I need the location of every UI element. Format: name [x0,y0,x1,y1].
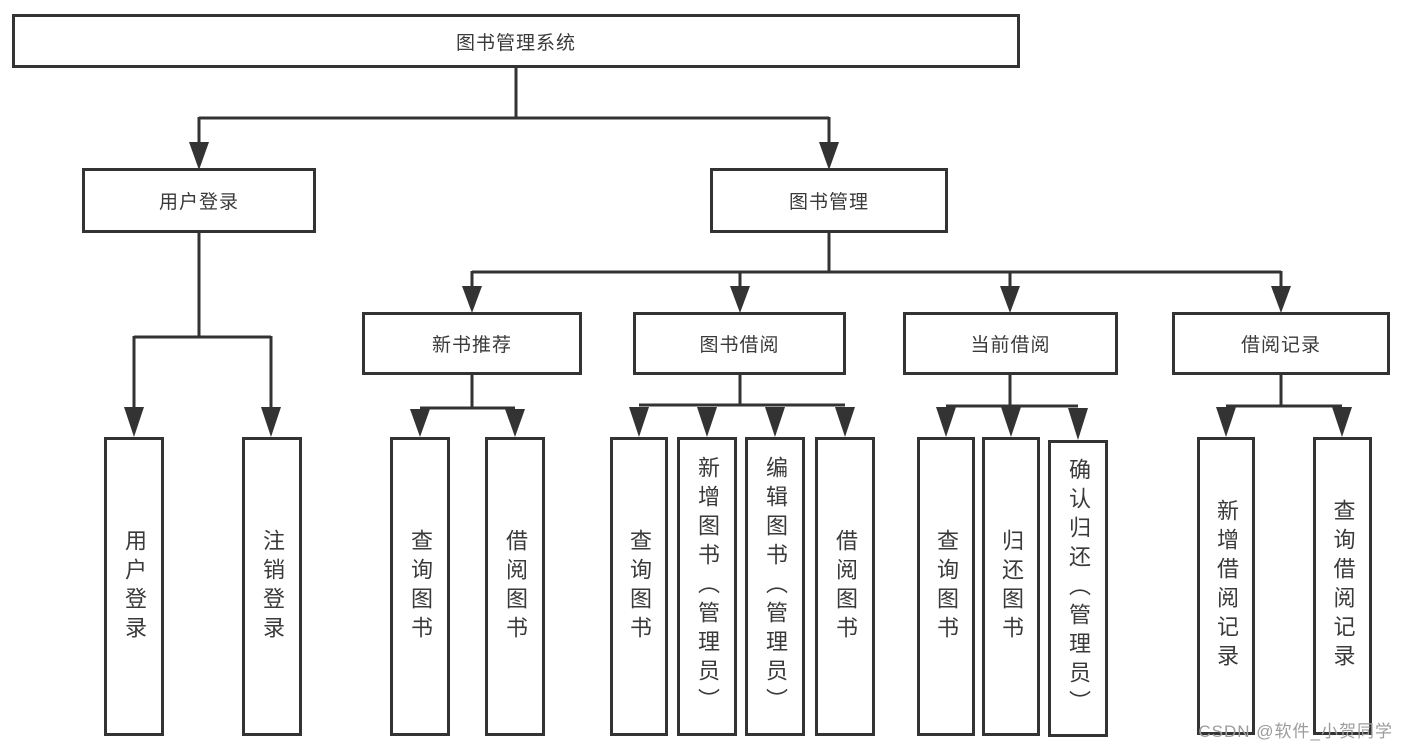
node-borrow-records: 借阅记录 [1172,312,1390,375]
node-new-book-recommend-label: 新书推荐 [431,335,512,356]
leaf-recommend-borrow-books-label: 借阅图书 [503,528,528,645]
leaf-recommend-query-books: 查询图书 [390,437,450,736]
leaf-borrow-books: 借阅图书 [815,437,875,736]
leaf-add-borrow-record: 新增借阅记录 [1197,437,1255,735]
leaf-edit-books-admin: 编辑图书（管理员） [745,437,805,736]
leaf-user-login: 用户登录 [104,437,164,736]
node-book-borrow: 图书借阅 [633,312,846,375]
leaf-current-query-books: 查询图书 [917,437,975,736]
leaf-logout: 注销登录 [242,437,302,736]
node-user-login: 用户登录 [82,168,316,233]
leaf-recommend-query-books-label: 查询图书 [408,528,433,645]
leaf-borrow-query-books-label: 查询图书 [627,528,652,645]
leaf-recommend-borrow-books: 借阅图书 [485,437,545,736]
leaf-borrow-query-books: 查询图书 [610,437,668,736]
node-book-management: 图书管理 [710,168,948,233]
leaf-user-login-label: 用户登录 [122,528,147,645]
leaf-confirm-return-admin: 确认归还（管理员） [1048,440,1108,737]
leaf-return-books: 归还图书 [982,437,1040,736]
leaf-logout-label: 注销登录 [260,528,285,645]
leaf-query-borrow-record: 查询借阅记录 [1313,437,1372,735]
leaf-add-books-admin: 新增图书（管理员） [677,437,737,736]
node-root-label: 图书管理系统 [455,32,576,54]
leaf-confirm-return-admin-label: 确认归还（管理员） [1066,458,1091,719]
node-current-borrow-label: 当前借阅 [970,335,1051,356]
leaf-current-query-books-label: 查询图书 [934,528,959,645]
leaf-return-books-label: 归还图书 [999,528,1024,645]
node-current-borrow: 当前借阅 [903,312,1118,375]
node-user-login-label: 用户登录 [158,192,239,213]
arrowheads [124,142,1352,440]
node-root: 图书管理系统 [12,14,1020,68]
leaf-edit-books-admin-label: 编辑图书（管理员） [763,456,788,717]
connector-strokes [132,68,1342,410]
leaf-add-borrow-record-label: 新增借阅记录 [1214,499,1239,673]
leaf-add-books-admin-label: 新增图书（管理员） [695,456,720,717]
node-new-book-recommend: 新书推荐 [362,312,582,375]
node-book-management-label: 图书管理 [788,192,869,213]
csdn-watermark: CSDN @软件_小贺同学 [1198,722,1393,741]
leaf-borrow-books-label: 借阅图书 [833,528,858,645]
node-borrow-records-label: 借阅记录 [1240,335,1321,356]
leaf-query-borrow-record-label: 查询借阅记录 [1330,499,1356,673]
node-book-borrow-label: 图书借阅 [699,335,780,356]
